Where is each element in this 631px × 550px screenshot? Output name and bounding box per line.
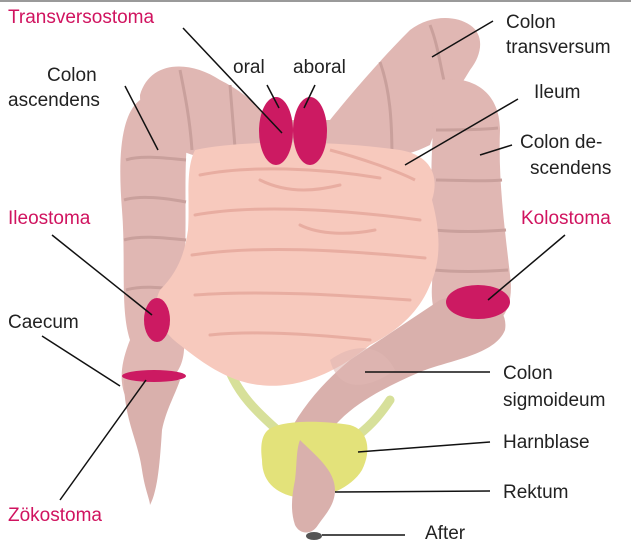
label-ileostoma: Ileostoma [8,207,90,231]
label-kolostoma: Kolostoma [521,207,611,231]
leader-harnblase [358,442,490,452]
leader-caecum [42,336,120,386]
label-colon-transversum-line2: transversum [506,36,611,60]
label-transversostoma: Transversostoma [8,6,154,30]
ileostoma-opening [144,298,170,342]
anus-opening [306,532,322,540]
label-oral: oral [233,56,265,80]
label-zoekostoma: Zökostoma [8,504,102,528]
label-ileum: Ileum [534,81,580,105]
label-rektum: Rektum [503,481,568,505]
label-colon-transversum-line1: Colon [506,11,556,35]
label-colon-sigmoideum-line2: sigmoideum [503,389,605,413]
label-colon-ascendens-line1: Colon [47,64,97,88]
label-after: After [425,522,465,546]
label-colon-ascendens-line2: ascendens [8,89,100,113]
leader-rektum [335,491,490,492]
leader-zoekostoma [60,380,146,500]
label-aboral: aboral [293,56,346,80]
label-colon-sigmoideum-line1: Colon [503,362,553,386]
label-harnblase: Harnblase [503,431,590,455]
aboral-stoma [293,97,327,165]
label-colon-descendens-line1: Colon de- [520,131,602,155]
label-caecum: Caecum [8,311,79,335]
oral-stoma [259,97,293,165]
label-colon-descendens-line2: scendens [530,157,611,181]
zoekostoma-opening [122,370,186,382]
